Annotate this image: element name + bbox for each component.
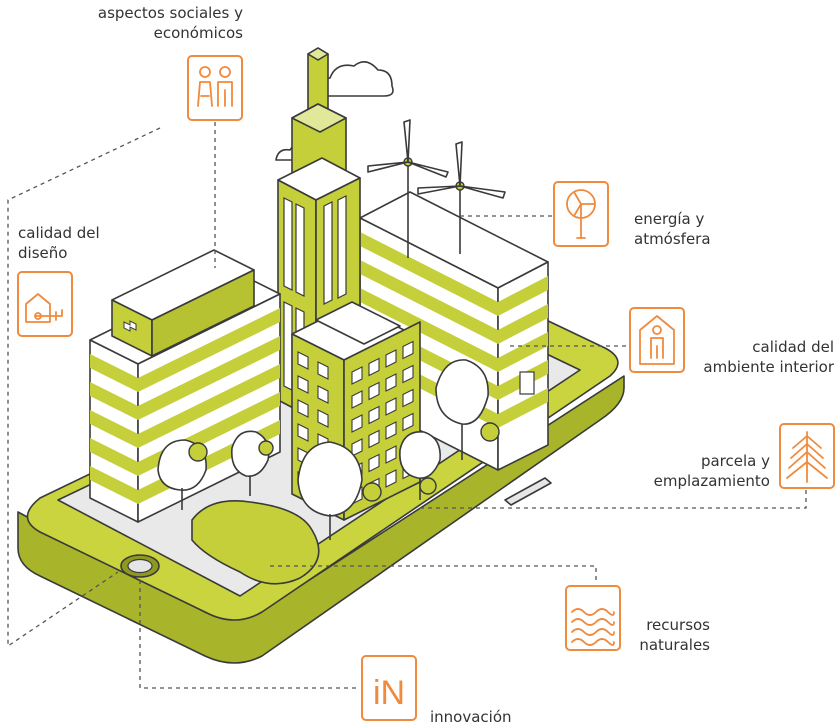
- house-key-icon: [17, 271, 73, 337]
- label-indoor-1: calidad del: [752, 338, 834, 356]
- label-water-2: naturales: [639, 636, 710, 654]
- people-icon: [187, 55, 243, 121]
- labels: aspectos sociales y económicos calidad d…: [18, 4, 835, 726]
- trees: [157, 359, 500, 540]
- label-social-1: aspectos sociales y: [98, 4, 243, 22]
- innovation-icon-text: iN: [373, 674, 405, 712]
- window: [368, 429, 380, 449]
- indoor-person-icon: [629, 307, 685, 373]
- window: [368, 453, 380, 473]
- speaker-slot: [504, 477, 552, 506]
- label-site-1: parcela y: [701, 452, 770, 470]
- window: [368, 357, 380, 377]
- window: [368, 381, 380, 401]
- window: [385, 397, 397, 416]
- window: [385, 421, 397, 440]
- window: [317, 361, 329, 380]
- window: [297, 423, 309, 442]
- pond: [191, 500, 320, 585]
- wind-turbine-icon: [553, 181, 609, 247]
- window: [402, 388, 414, 408]
- leader-lines: [7, 122, 807, 689]
- wind-turbines: [367, 119, 506, 258]
- label-design-2: diseño: [18, 244, 67, 262]
- window: [402, 364, 414, 384]
- window: [402, 412, 414, 432]
- window: [297, 351, 309, 370]
- label-innovation: innovación: [430, 708, 512, 726]
- window: [297, 375, 309, 394]
- window: [351, 438, 363, 457]
- window: [385, 349, 397, 368]
- label-social-2: económicos: [154, 24, 244, 42]
- pine-tree-icon: [779, 423, 835, 489]
- label-design-1: calidad del: [18, 224, 100, 242]
- window: [351, 366, 363, 385]
- window: [297, 399, 309, 418]
- label-energy-2: atmósfera: [634, 230, 711, 248]
- window: [402, 340, 414, 360]
- window: [385, 373, 397, 392]
- label-indoor-2: ambiente interior: [703, 358, 834, 376]
- window: [351, 390, 363, 409]
- building-right: [359, 191, 549, 471]
- window: [368, 405, 380, 425]
- label-energy-1: energía y: [634, 210, 705, 228]
- label-site-2: emplazamiento: [654, 472, 770, 490]
- window: [385, 469, 397, 488]
- label-water-1: recursos: [646, 616, 710, 634]
- window: [317, 385, 329, 404]
- window: [385, 445, 397, 464]
- innovation-icon: iN: [361, 655, 417, 721]
- water-waves-icon: [565, 585, 621, 651]
- window: [317, 409, 329, 428]
- window: [351, 414, 363, 433]
